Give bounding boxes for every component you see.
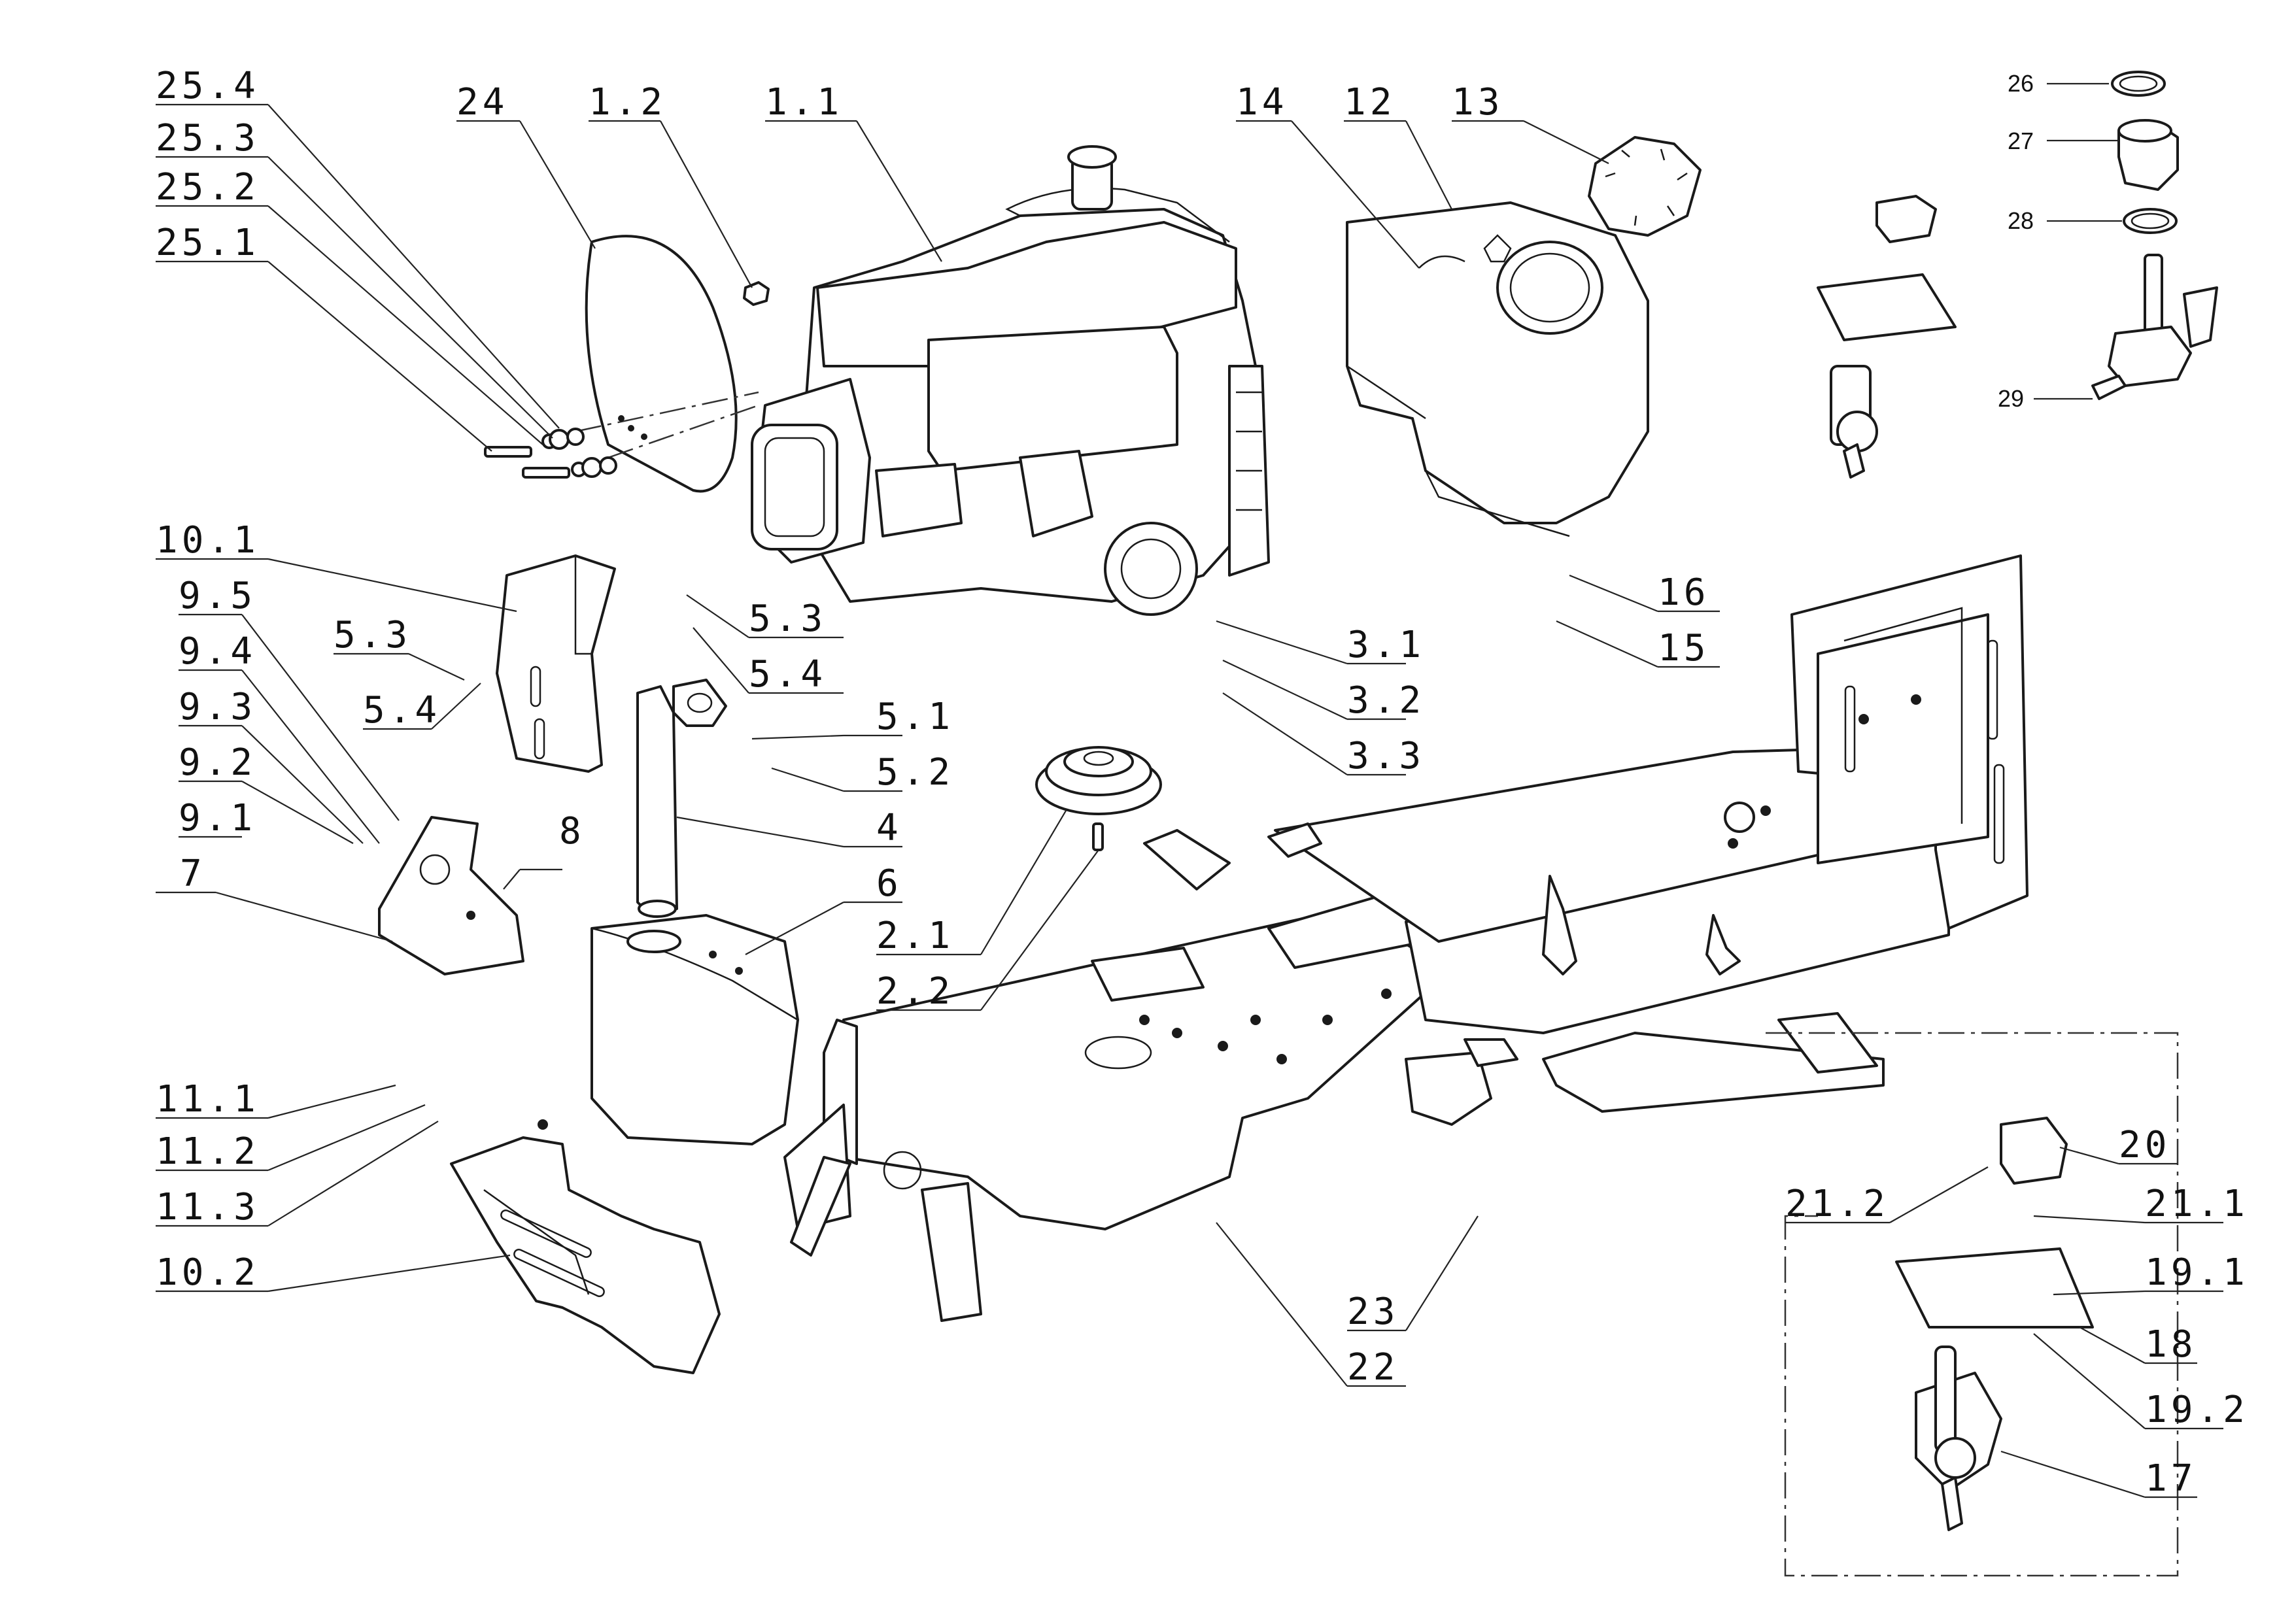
callout-8: 8: [559, 810, 585, 853]
callout-5-1: 5.1: [876, 696, 954, 738]
chassis-frame-part-22: [783, 554, 2029, 1322]
callout-25-2: 25.2: [156, 166, 260, 209]
callout-9-3: 9.3: [179, 686, 256, 728]
callout-9-1: 9.1: [179, 797, 256, 839]
callout-29: 29: [1998, 385, 2024, 412]
callout-2-1: 2.1: [876, 915, 954, 957]
callout-11-1: 11.1: [156, 1078, 260, 1121]
leader-lines: [156, 82, 2223, 1498]
nut-part-1-2: [743, 281, 770, 306]
callout-13: 13: [1452, 81, 1503, 124]
exhaust-pipe-part-4: [636, 679, 727, 918]
callout-4: 4: [876, 807, 902, 849]
cover-part-10-2: [450, 1119, 721, 1374]
pulley-part-2-1: [1035, 746, 1162, 851]
callout-5-3: 5.3: [749, 598, 827, 640]
muffler-part-6: [591, 914, 799, 1145]
bracket-part-7: [378, 816, 524, 975]
callout-labels: 25.4 25.3 25.2 25.1 24 1.2 1.1 14 12 13 …: [156, 65, 2249, 1500]
callout-22: 22: [1347, 1346, 1399, 1389]
callout-25-4: 25.4: [156, 65, 260, 107]
switch-group-upper: [1817, 195, 1957, 479]
heat-shield-part-10-1: [496, 554, 616, 773]
switch-group-lower: [1895, 1117, 2094, 1531]
bolt-set-25: [484, 428, 617, 479]
callout-5-4: 5.4: [749, 653, 827, 696]
callout-5-4-left: 5.4: [363, 689, 441, 732]
callout-12: 12: [1344, 81, 1395, 124]
callout-10-2: 10.2: [156, 1251, 260, 1294]
fuel-tank-part-12: [1346, 201, 1649, 537]
callout-14: 14: [1236, 81, 1288, 124]
callout-1-2: 1.2: [589, 81, 666, 124]
callout-9-5: 9.5: [179, 575, 256, 617]
callout-20: 20: [2119, 1124, 2170, 1166]
callout-17: 17: [2145, 1457, 2197, 1500]
callout-9-2: 9.2: [179, 741, 256, 784]
callout-21-2: 21.2: [1785, 1183, 1889, 1225]
fuel-cap-part-13: [1588, 136, 1702, 237]
callout-24: 24: [456, 81, 508, 124]
callout-26: 26: [2008, 70, 2034, 97]
callout-7: 7: [180, 853, 206, 895]
engine-part-1-1: [751, 145, 1270, 616]
callout-21-1: 21.1: [2145, 1183, 2249, 1225]
callout-25-3: 25.3: [156, 117, 260, 160]
callout-10-1: 10.1: [156, 519, 260, 562]
callout-19-1: 19.1: [2145, 1251, 2249, 1294]
callout-16: 16: [1658, 571, 1709, 614]
fuel-valve-group: [2091, 71, 2218, 400]
callout-19-2: 19.2: [2145, 1389, 2249, 1431]
callout-3-1: 3.1: [1347, 624, 1425, 666]
callout-25-1: 25.1: [156, 222, 260, 264]
callout-5-2: 5.2: [876, 751, 954, 794]
callout-28: 28: [2008, 207, 2034, 234]
callout-3-2: 3.2: [1347, 679, 1425, 722]
callout-11-3: 11.3: [156, 1186, 260, 1228]
callout-27: 27: [2008, 127, 2034, 154]
gasket-part-24: [575, 235, 759, 493]
callout-23: 23: [1347, 1291, 1399, 1333]
callout-5-3-left: 5.3: [334, 614, 411, 656]
callout-3-3: 3.3: [1347, 735, 1425, 777]
callout-2-2: 2.2: [876, 970, 954, 1013]
callout-6: 6: [876, 862, 902, 905]
callout-9-4: 9.4: [179, 630, 256, 673]
callout-1-1: 1.1: [765, 81, 843, 124]
callout-18: 18: [2145, 1323, 2197, 1366]
callout-15: 15: [1658, 627, 1709, 669]
callout-11-2: 11.2: [156, 1130, 260, 1173]
